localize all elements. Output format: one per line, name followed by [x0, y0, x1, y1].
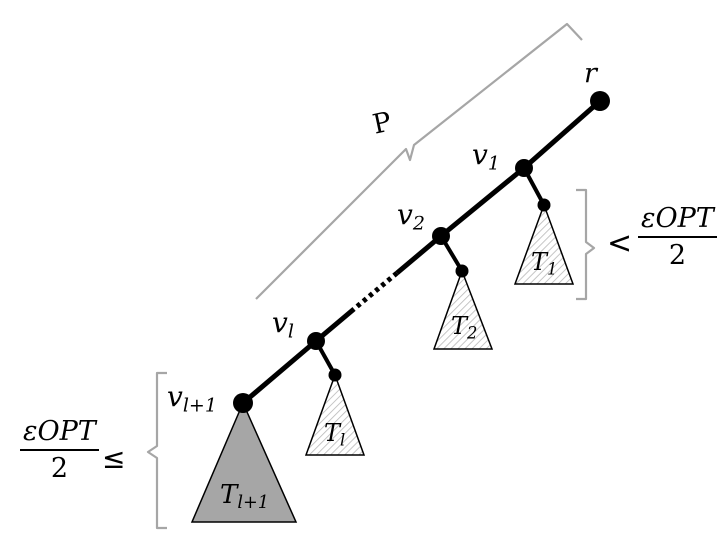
upper-bound-fraction: εOPT 2 — [638, 205, 717, 269]
node-c2 — [455, 264, 469, 278]
node-c1 — [537, 198, 551, 212]
node-vl — [307, 332, 325, 350]
label-tl: Tl — [324, 419, 346, 450]
node-r — [590, 91, 610, 111]
label-v1: v1 — [472, 138, 500, 175]
upper-bound-denominator: 2 — [668, 240, 686, 271]
label-tl1: Tl+1 — [220, 480, 270, 513]
lower-bound-numerator: εOPT — [20, 418, 99, 451]
node-v2 — [432, 227, 450, 245]
node-vl1 — [233, 393, 253, 413]
subtree-tl — [304, 372, 366, 456]
label-vl: vl — [272, 306, 294, 343]
lower-bound-relation: ≤ — [102, 442, 126, 475]
path-edge-v2-dotted — [395, 234, 443, 275]
subtree-t2 — [432, 268, 494, 350]
lower-bound-fraction: εOPT 2 — [20, 418, 99, 482]
lower-bound-denominator: 2 — [50, 453, 68, 484]
label-v2: v2 — [397, 198, 425, 235]
label-t2: T2 — [451, 312, 478, 343]
upper-bound-relation: < — [607, 226, 633, 261]
node-v1 — [515, 159, 533, 177]
path-edge-v1-v2 — [439, 166, 526, 238]
path-edge-dotted — [352, 271, 399, 311]
upper-bound-numerator: εOPT — [638, 205, 717, 238]
lower-bound-bracket — [146, 371, 167, 530]
upper-bound-bracket — [576, 188, 596, 301]
path-edge-r-v1 — [522, 99, 602, 170]
path-edge-vl-vl1 — [241, 339, 318, 405]
node-cl — [328, 368, 342, 382]
label-t1: T1 — [531, 248, 558, 279]
label-vl1: vl+1 — [167, 380, 217, 417]
subtree-t1 — [513, 202, 575, 285]
subtree-tl1 — [190, 401, 298, 523]
path-bracket — [255, 22, 583, 300]
label-root: r — [584, 58, 597, 89]
